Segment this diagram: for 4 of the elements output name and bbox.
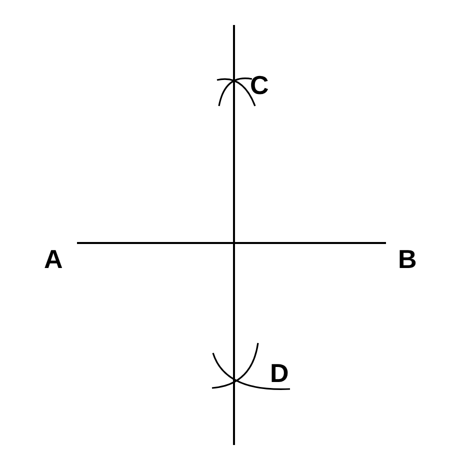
point-label: A: [44, 246, 63, 272]
point-label: C: [250, 72, 269, 98]
point-label: B: [398, 246, 417, 272]
point-label: D: [270, 360, 289, 386]
